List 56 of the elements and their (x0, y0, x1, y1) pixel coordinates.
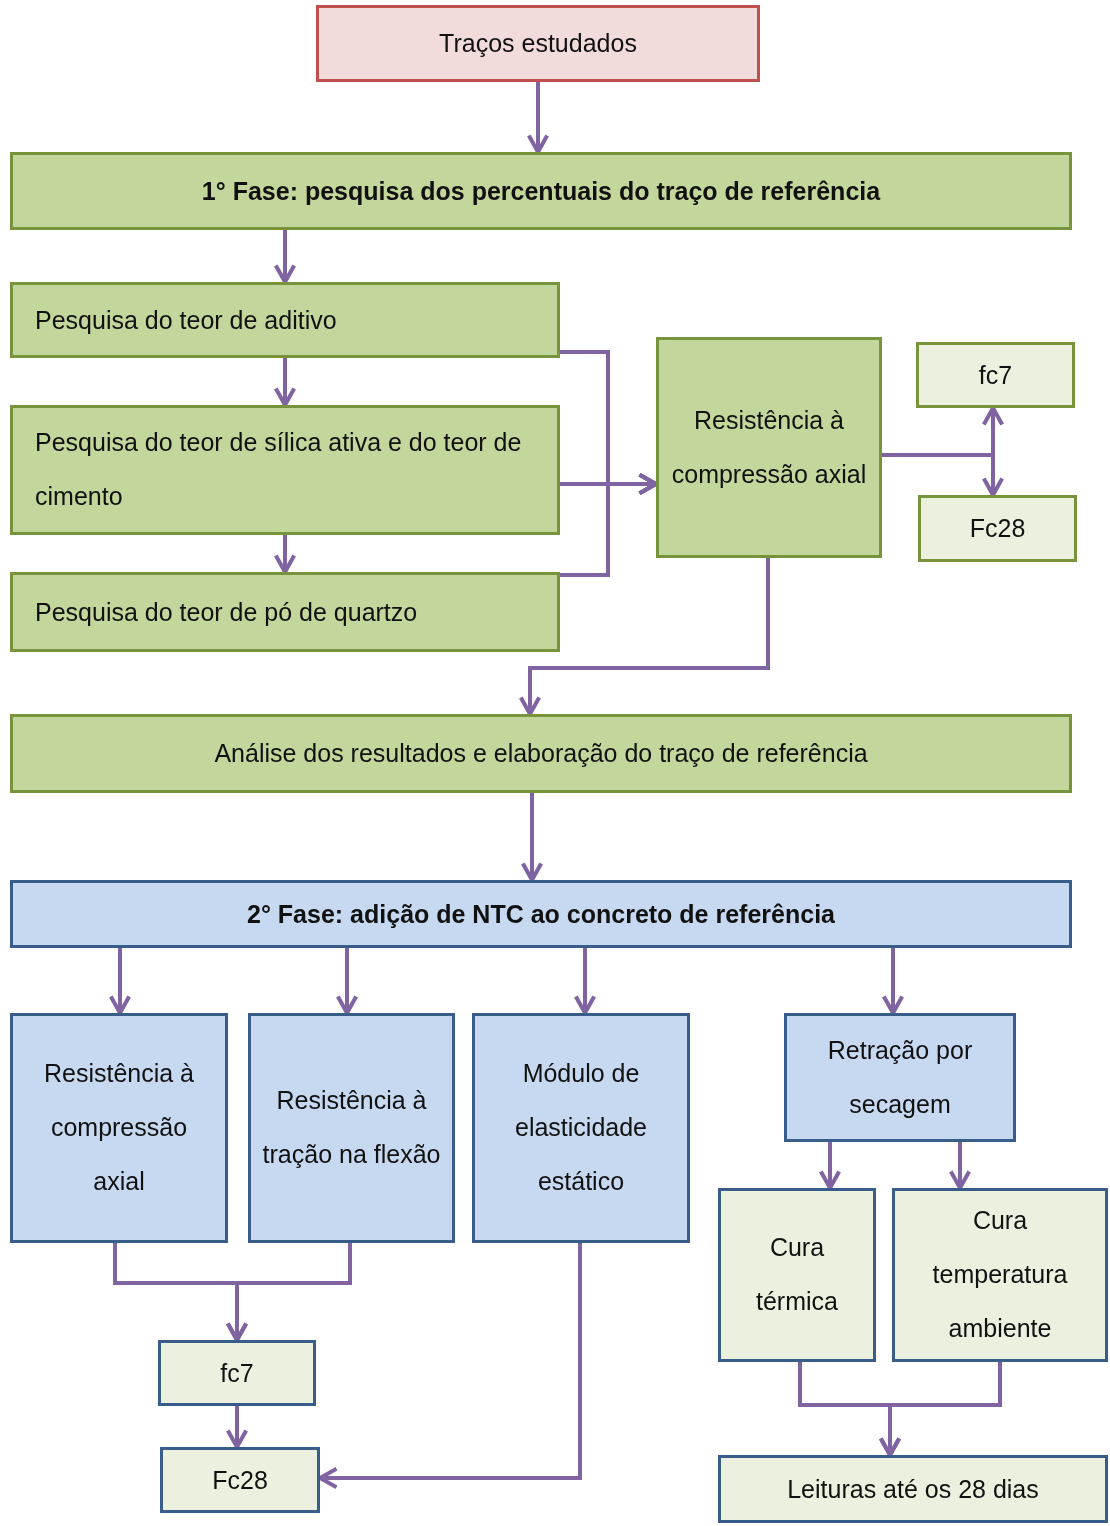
process-box (10, 572, 560, 652)
box-label: Pesquisa do teor de aditivo (35, 305, 337, 335)
box-label: Fc28 (212, 1465, 268, 1495)
process-box (656, 337, 882, 558)
process-box (918, 495, 1077, 562)
process-box (916, 342, 1075, 408)
box-label: Fc28 (969, 514, 1026, 543)
arrow (882, 453, 1005, 497)
arrow (108, 948, 132, 1015)
arrow (273, 535, 297, 574)
box-label: Módulo de elasticidade estático (514, 1058, 648, 1197)
box-label: Traços estudados (439, 29, 637, 58)
process-box (784, 1013, 1016, 1142)
arrow (878, 1362, 1002, 1457)
box-label: fc7 (220, 1358, 254, 1388)
box-label: Retração por secagem (826, 1034, 974, 1120)
arrow (948, 1142, 972, 1190)
process-box (10, 405, 560, 535)
arrow (560, 472, 658, 577)
process-box (160, 1447, 320, 1513)
arrow (520, 793, 544, 882)
arrow (225, 1243, 352, 1342)
arrow (318, 1243, 582, 1490)
box-label: Cura térmica (755, 1232, 839, 1317)
process-box (892, 1188, 1108, 1362)
box-label: Resistência à tração na flexão (261, 1085, 442, 1170)
process-box (316, 5, 760, 82)
arrow (573, 948, 597, 1015)
process-box (248, 1013, 455, 1243)
box-label: fc7 (978, 360, 1013, 390)
arrow (818, 1142, 842, 1190)
arrow (273, 358, 297, 407)
box-label: Resistência à compressão axial (670, 404, 868, 490)
box-label: 2° Fase: adição de NTC ao concreto de referência (247, 899, 835, 929)
process-box (10, 1013, 228, 1243)
arrow (335, 948, 359, 1015)
box-label: Análise dos resultados e elaboração do traço de referência (214, 739, 868, 768)
box-label: Pesquisa do teor de sílica ativa e do teor de cimento (35, 427, 523, 512)
arrow (881, 948, 905, 1015)
process-box (158, 1340, 316, 1406)
arrow (526, 82, 550, 154)
box-label: Pesquisa do teor de pó de quartzo (35, 597, 418, 627)
arrow (273, 230, 297, 284)
process-box (10, 714, 1072, 793)
process-box (10, 282, 560, 358)
process-box (10, 152, 1072, 230)
process-box (718, 1455, 1108, 1523)
arrow (518, 558, 770, 716)
box-label: Cura temperatura ambiente (931, 1205, 1069, 1344)
box-label: Resistência à compressão axial (42, 1058, 196, 1197)
process-box (10, 880, 1072, 948)
process-box (472, 1013, 690, 1243)
box-label: 1° Fase: pesquisa dos percentuais do traço de referência (201, 176, 881, 206)
box-label: Leituras até os 28 dias (787, 1474, 1039, 1504)
process-box (718, 1188, 876, 1362)
arrow (225, 1406, 249, 1449)
